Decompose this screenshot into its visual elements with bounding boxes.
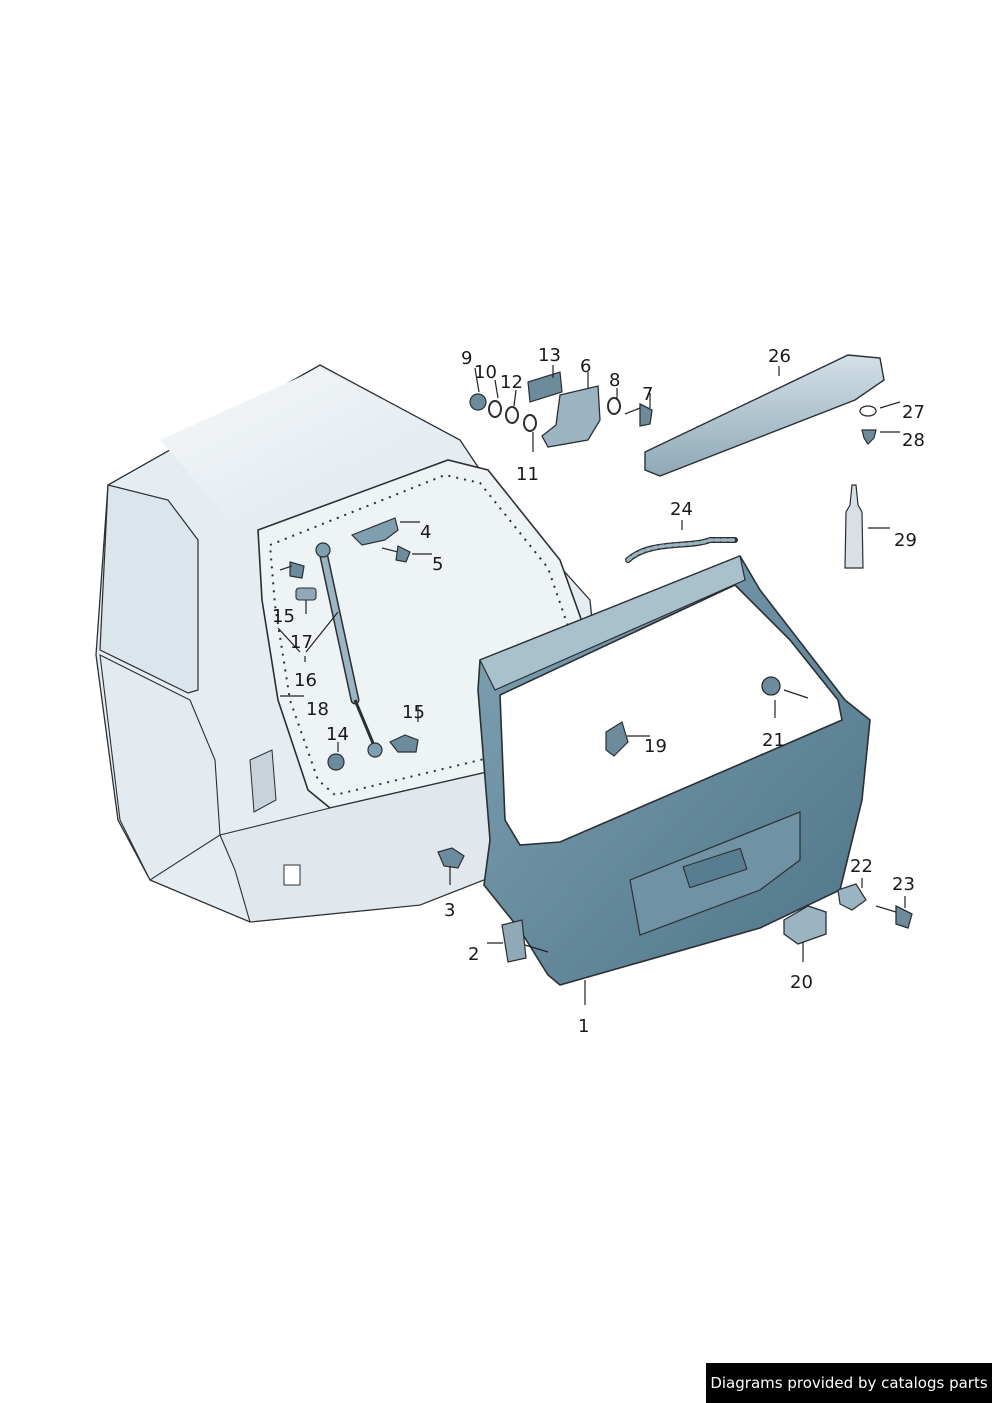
tailgate-window-frame [499, 584, 843, 846]
callout-16: 16 [294, 670, 317, 691]
callout-4: 4 [420, 522, 431, 543]
washer-8 [607, 397, 621, 415]
callout-26: 26 [768, 346, 791, 367]
small-parts [279, 405, 913, 963]
body-roof-top [160, 368, 455, 520]
nut-9 [469, 393, 487, 411]
callout-20: 20 [790, 972, 813, 993]
bolt-23 [875, 904, 913, 929]
washer-11 [523, 414, 537, 432]
screw-5 [381, 545, 411, 563]
callout-17: 17 [290, 632, 313, 653]
callout-13: 13 [538, 345, 561, 366]
callout-14: 14 [326, 724, 349, 745]
leader-lines [277, 365, 906, 1005]
callout-18: 18 [306, 699, 329, 720]
taillight-left [249, 749, 277, 813]
lock-20 [783, 905, 827, 945]
callout-5: 5 [432, 554, 443, 575]
callout-19: 19 [644, 736, 667, 757]
callout-8: 8 [609, 370, 620, 391]
callout-29: 29 [894, 530, 917, 551]
callout-6: 6 [580, 356, 591, 377]
callout-15a: 15 [272, 606, 295, 627]
callout-15b: 15 [402, 702, 425, 723]
clip-2 [501, 919, 527, 963]
callout-28: 28 [902, 430, 925, 451]
washer-27 [859, 405, 877, 417]
callout-10: 10 [474, 362, 497, 383]
bump-stop-15 [295, 587, 317, 601]
grommet-21 [761, 676, 781, 696]
tailgate-panel [477, 555, 871, 986]
callout-27: 27 [902, 402, 925, 423]
sealant-tube-29 [844, 484, 864, 569]
hinge-plate-13 [527, 371, 563, 403]
grommet-14 [327, 753, 345, 771]
callout-7: 7 [642, 384, 653, 405]
gas-strut [315, 542, 383, 758]
pin-16 [279, 561, 305, 579]
callout-12: 12 [500, 372, 523, 393]
diagram-credit-banner: Diagrams provided by catalogs parts [706, 1363, 992, 1403]
tailgate-upper-spoiler [479, 555, 746, 691]
callout-3: 3 [444, 900, 455, 921]
callout-23: 23 [892, 874, 915, 895]
callout-24: 24 [670, 499, 693, 520]
license-plate-lamp [682, 847, 748, 889]
callout-labels: 1 2 3 4 5 6 7 8 9 10 11 12 13 14 15 15 1… [272, 345, 925, 1037]
nut-22 [837, 883, 867, 911]
callout-2: 2 [468, 944, 479, 965]
callout-21: 21 [762, 730, 785, 751]
callout-11: 11 [516, 464, 539, 485]
ball-stud-15 [389, 734, 419, 753]
hinge-6 [541, 385, 601, 448]
screw-28 [861, 429, 877, 445]
washer-12 [505, 406, 519, 424]
roof-spoiler [644, 354, 885, 477]
bolt-7 [624, 402, 653, 427]
callout-22: 22 [850, 856, 873, 877]
side-window [99, 484, 199, 694]
bracket-4 [350, 517, 399, 546]
callout-1: 1 [578, 1016, 589, 1037]
callout-9: 9 [461, 348, 472, 369]
hinge-assembly [469, 371, 653, 448]
reflector [283, 864, 301, 886]
buffer-19 [605, 721, 629, 757]
bolt-3 [437, 847, 465, 869]
washer-10 [488, 400, 502, 418]
